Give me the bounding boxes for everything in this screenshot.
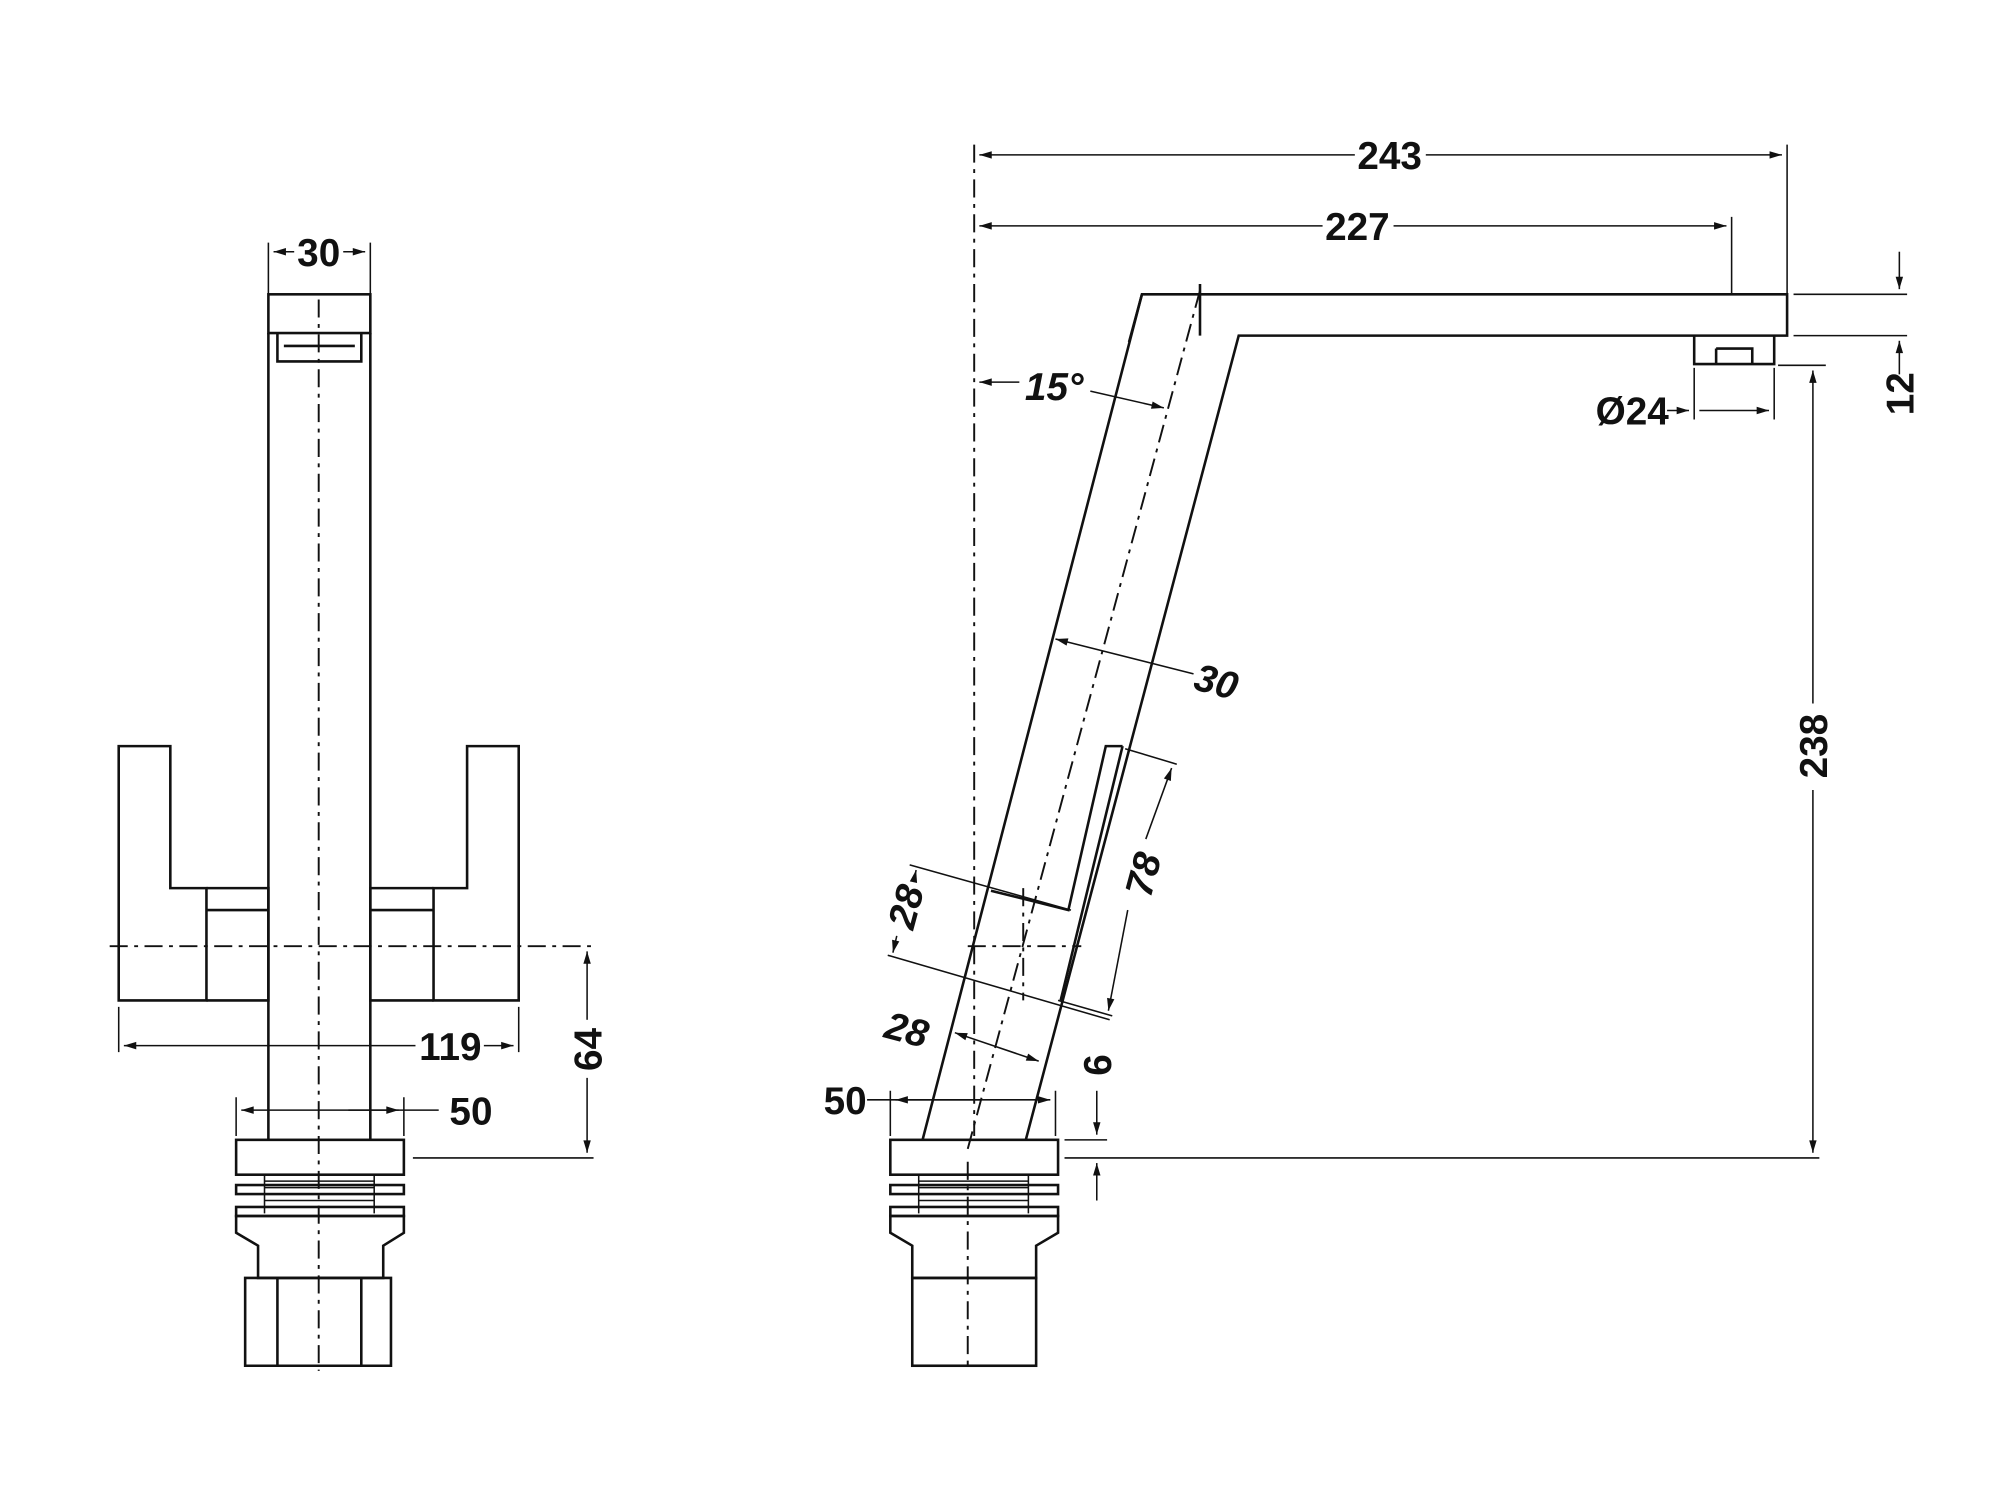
dim-outlet-reach: 227 [1325, 206, 1390, 249]
side-view: 243 227 12 Ø24 238 15° 30 78 28 28 50 6 [824, 135, 1923, 1371]
dim-base-width: 50 [449, 1090, 492, 1133]
dim-lower-width: 28 [879, 1004, 933, 1057]
spout [921, 293, 1789, 1141]
front-view: 30 119 50 64 [109, 232, 610, 1371]
left-handle [117, 744, 208, 1002]
left-cartridge [206, 886, 270, 1002]
dim-top-width: 30 [297, 232, 340, 275]
dim-outlet-height: 238 [1793, 714, 1836, 779]
right-cartridge [369, 886, 434, 1002]
dim-outlet-diameter: Ø24 [1596, 391, 1670, 434]
dim-slot-offset: 28 [880, 880, 933, 934]
dim-angle: 15° [1025, 366, 1084, 409]
dim-base-height: 6 [1077, 1054, 1120, 1076]
dim-handle-span: 119 [419, 1026, 481, 1069]
dim-spout-thickness: 12 [1880, 372, 1923, 415]
slot [990, 744, 1124, 1001]
dim-body-width: 30 [1190, 656, 1243, 709]
dim-overall-reach: 243 [1357, 135, 1422, 178]
dim-slot-length: 78 [1118, 848, 1171, 901]
right-handle [432, 744, 520, 1002]
dim-base-width-side: 50 [824, 1080, 867, 1123]
dim-handle-height: 64 [567, 1027, 610, 1071]
